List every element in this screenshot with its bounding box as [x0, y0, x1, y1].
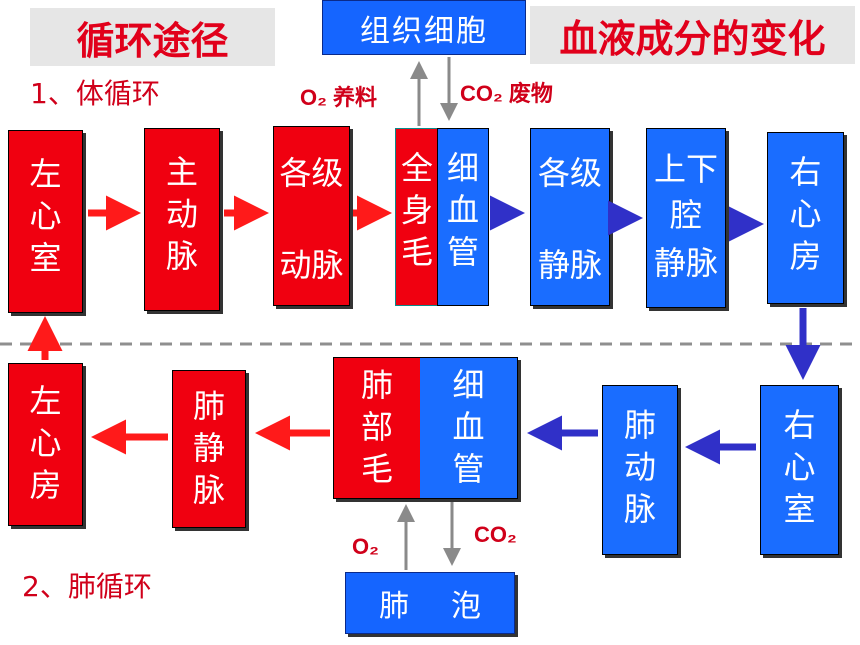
- right-ventricle-box: 右 心 室: [760, 385, 839, 555]
- veins-line-1: 各级: [537, 154, 602, 192]
- pulmonary-capillary-blue-char-3: 管: [452, 450, 485, 489]
- label-o2: O₂: [352, 534, 379, 559]
- section-systemic-label: 1、体循环: [30, 77, 160, 110]
- systemic-capillary-box: 全 身 毛 细 血 管: [395, 128, 489, 306]
- systemic-capillary-arterial-half: 全 身 毛: [395, 128, 439, 306]
- left-ventricle-char-3: 室: [29, 239, 62, 278]
- pulmonary-capillary-red-char-3: 毛: [360, 450, 393, 489]
- pulmonary-vein-char-2: 静: [192, 429, 225, 468]
- left-atrium-char-3: 房: [29, 466, 62, 505]
- pulmonary-vein-char-3: 脉: [192, 471, 225, 510]
- systemic-capillary-blue-char-1: 细: [446, 149, 479, 187]
- right-atrium-char-2: 心: [789, 195, 822, 234]
- alveoli-char-2: 泡: [451, 589, 481, 624]
- section-pulmonary-label: 2、肺循环: [22, 570, 152, 603]
- pulmonary-artery-char-2: 动: [623, 448, 656, 487]
- tissue-cells-box: 组织细胞: [322, 0, 526, 55]
- pulmonary-capillary-venous-half: 细 血 管: [420, 358, 517, 498]
- vena-cava-line-1: 上下: [653, 150, 718, 188]
- systemic-capillary-red-char-3: 毛: [400, 233, 433, 272]
- aorta-char-2: 动: [165, 195, 198, 234]
- tissue-cells-label: 组织细胞: [360, 13, 488, 49]
- vena-cava-line-2: 腔: [669, 196, 702, 234]
- veins-line-2: 静脉: [537, 246, 602, 284]
- title-circulation-paths-text: 循环途径: [76, 18, 229, 63]
- label-co2-waste: CO₂ 废物: [460, 81, 553, 106]
- arteries-line-1: 各级: [279, 154, 344, 192]
- left-ventricle-char-1: 左: [29, 155, 62, 193]
- left-atrium-char-2: 心: [29, 424, 62, 463]
- pulmonary-artery-box: 肺 动 脉: [602, 385, 678, 555]
- aorta-char-1: 主: [165, 153, 198, 191]
- arteries-box: 各级 动脉: [273, 126, 350, 306]
- pulmonary-artery-char-1: 肺: [623, 406, 656, 444]
- systemic-capillary-red-char-1: 全: [400, 149, 433, 187]
- alveoli-char-1: 肺: [379, 589, 409, 624]
- alveoli-box: 肺 泡: [345, 572, 515, 634]
- title-blood-composition-change: 血液成分的变化: [530, 6, 855, 64]
- title-blood-composition-change-text: 血液成分的变化: [559, 16, 826, 61]
- arteries-line-2: 动脉: [279, 246, 344, 284]
- label-o2-nutrients: O₂ 养料: [300, 85, 378, 110]
- vena-cava-line-3: 静脉: [653, 244, 718, 282]
- pulmonary-capillary-blue-char-2: 血: [452, 408, 485, 447]
- systemic-capillary-venous-half: 细 血 管: [437, 128, 489, 306]
- pulmonary-artery-char-3: 脉: [623, 490, 656, 529]
- left-ventricle-box: 左 心 室: [8, 130, 83, 313]
- left-ventricle-char-2: 心: [29, 197, 62, 236]
- title-circulation-paths: 循环途径: [30, 8, 275, 66]
- left-atrium-box: 左 心 房: [8, 363, 83, 526]
- aorta-box: 主 动 脉: [144, 128, 220, 311]
- pulmonary-capillary-red-char-1: 肺: [360, 366, 393, 404]
- systemic-capillary-blue-char-3: 管: [446, 233, 479, 272]
- pulmonary-capillary-red-char-2: 部: [360, 408, 393, 447]
- right-atrium-box: 右 心 房: [767, 132, 844, 304]
- right-ventricle-char-3: 室: [783, 490, 816, 529]
- pulmonary-capillary-box: 肺 部 毛 细 血 管: [333, 357, 518, 499]
- pulmonary-capillary-blue-char-1: 细: [452, 366, 485, 404]
- systemic-capillary-red-char-2: 身: [400, 191, 433, 230]
- label-co2: CO₂: [474, 522, 517, 547]
- systemic-capillary-blue-char-2: 血: [446, 191, 479, 230]
- aorta-char-3: 脉: [165, 237, 198, 276]
- pulmonary-capillary-arterial-half: 肺 部 毛: [334, 358, 420, 498]
- right-atrium-char-3: 房: [789, 237, 822, 276]
- pulmonary-vein-box: 肺 静 脉: [172, 370, 246, 528]
- left-atrium-char-1: 左: [29, 382, 62, 420]
- right-ventricle-char-1: 右: [783, 406, 816, 444]
- vena-cava-box: 上下 腔 静脉: [646, 128, 726, 308]
- right-atrium-char-1: 右: [789, 153, 822, 191]
- right-ventricle-char-2: 心: [783, 448, 816, 487]
- pulmonary-vein-char-1: 肺: [192, 387, 225, 425]
